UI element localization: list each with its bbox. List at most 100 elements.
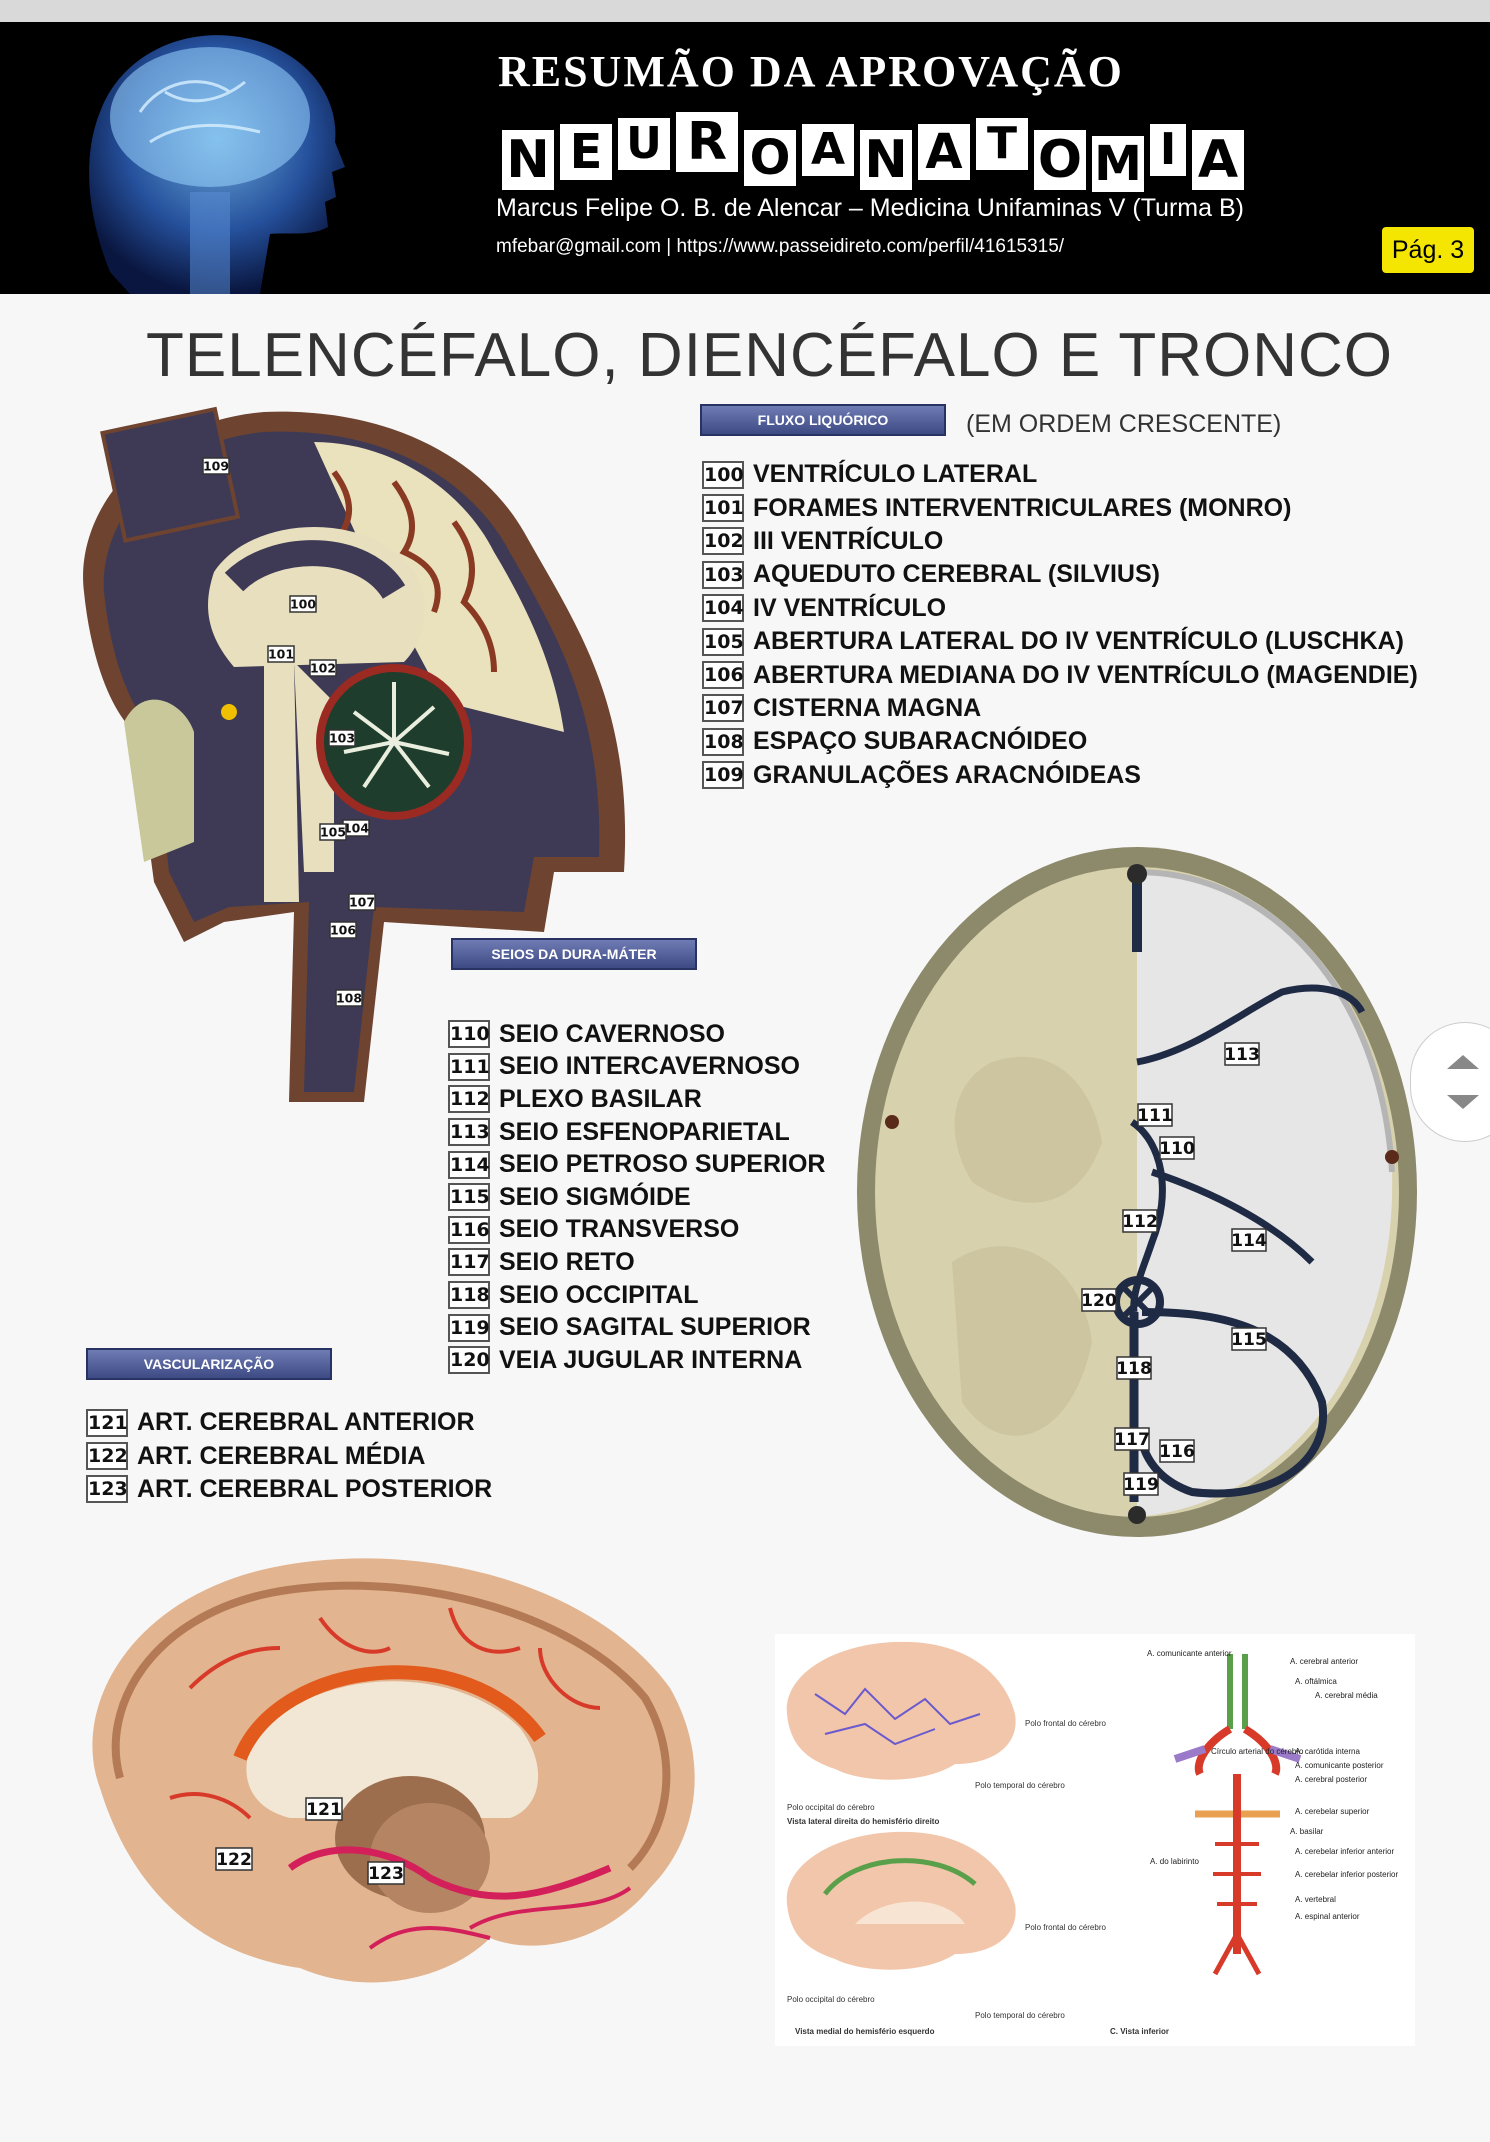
atlas-artery-label: A. vertebral [1295, 1895, 1336, 1904]
legend-label: IV VENTRÍCULO [753, 593, 947, 622]
title-letter-tile: A [916, 122, 972, 182]
legend-number-box: 115 [448, 1183, 490, 1212]
atlas-artery-label: A. cerebelar superior [1295, 1807, 1370, 1816]
legend-label: PLEXO BASILAR [499, 1084, 702, 1113]
legend-number-box: 108 [702, 727, 744, 756]
figure-number-marker: 103 [328, 729, 356, 747]
legend-label: SEIO PETROSO SUPERIOR [499, 1150, 826, 1179]
figure-number-marker: 122 [215, 1847, 253, 1871]
figure-marker-number: 121 [306, 1800, 342, 1820]
atlas-artery-label: A. oftálmica [1295, 1677, 1337, 1686]
figure-marker-number: 107 [349, 894, 375, 909]
figure-number-marker: 102 [309, 659, 337, 677]
legend-number-box: 120 [448, 1346, 490, 1375]
legend-number-box: 117 [448, 1248, 490, 1277]
legend-number-box: 116 [448, 1215, 490, 1244]
legend-number-box: 114 [448, 1150, 490, 1179]
figure-marker-number: 118 [1116, 1359, 1152, 1379]
atlas-artery-label: A. carótida interna [1295, 1747, 1360, 1756]
legend-label: CISTERNA MAGNA [753, 693, 982, 722]
legend-label: SEIO CAVERNOSO [499, 1019, 725, 1048]
figure-number-marker: 107 [348, 893, 376, 911]
legend-label: SEIO SIGMÓIDE [499, 1182, 691, 1211]
arterial-atlas-plate: Polo occipital do cérebro Vista lateral … [775, 1634, 1415, 2046]
title-letter-tile: R [674, 110, 740, 174]
figure-marker-number: 113 [1224, 1045, 1260, 1065]
figure-number-marker: 115 [1231, 1327, 1267, 1351]
fluxo-order-note: (EM ORDEM CRESCENTE) [966, 410, 1282, 438]
section-tag-vascularizacao: VASCULARIZAÇÃO [86, 1348, 332, 1380]
legend-number-box: 122 [86, 1442, 128, 1471]
legend-label: GRANULAÇÕES ARACNÓIDEAS [753, 760, 1141, 789]
head-xray-illustration [89, 35, 345, 294]
atlas-artery-label: Círculo arterial do cérebro [1211, 1747, 1304, 1756]
legend-number-box: 105 [702, 627, 744, 656]
title-letter-tile: T [974, 116, 1030, 172]
legend-label: ABERTURA MEDIANA DO IV VENTRÍCULO (MAGEN… [753, 660, 1418, 689]
legend-label: SEIO ESFENOPARIETAL [499, 1117, 790, 1146]
legend-number-box: 103 [702, 560, 744, 589]
figure-number-marker: 114 [1231, 1228, 1267, 1252]
figure-number-marker: 117 [1114, 1427, 1150, 1451]
legend-label: VENTRÍCULO LATERAL [753, 460, 1038, 489]
figure-number-marker: 109 [202, 457, 230, 475]
figure-marker-number: 105 [320, 824, 346, 839]
legend-label: ART. CEREBRAL ANTERIOR [137, 1408, 475, 1437]
atlas-artery-label: A. cerebral posterior [1295, 1775, 1367, 1784]
atlas-lateral-caption: Vista lateral direita do hemisfério dire… [787, 1817, 939, 1826]
legend-row: 120 VEIA JUGULAR INTERNA [448, 1344, 825, 1377]
legend-number-box: 100 [702, 460, 744, 489]
legend-number-box: 102 [702, 527, 744, 556]
title-letter-tile: N [500, 128, 556, 192]
section-tag-fluxo-liquorico: FLUXO LIQUÓRICO [700, 404, 946, 436]
legend-number-box: 121 [86, 1408, 128, 1437]
title-letter-tile: I [1148, 122, 1188, 178]
title-letter-tile: A [1190, 128, 1246, 192]
figure-number-marker: 100 [289, 595, 317, 613]
figure-marker-number: 110 [1159, 1139, 1195, 1159]
figure-number-marker: 116 [1159, 1439, 1195, 1463]
figure-number-marker: 111 [1137, 1103, 1173, 1127]
figure-marker-number: 111 [1137, 1106, 1173, 1126]
figure-number-marker: 105 [319, 823, 347, 841]
atlas-lateral-polo-frontal: Polo frontal do cérebro [1025, 1719, 1106, 1728]
figure-marker-number: 119 [1123, 1475, 1159, 1495]
figure-marker-number: 120 [1081, 1291, 1117, 1311]
legend-number-box: 109 [702, 761, 744, 790]
header-contact[interactable]: mfebar@gmail.com | https://www.passeidir… [496, 236, 1065, 257]
atlas-medial-polo-frontal: Polo frontal do cérebro [1025, 1923, 1106, 1932]
figure-marker-number: 108 [336, 990, 362, 1005]
header-kicker: RESUMÃO DA APROVAÇÃO [498, 47, 1124, 96]
header-author: Marcus Felipe O. B. de Alencar – Medicin… [496, 194, 1244, 222]
legend-number-box: 111 [448, 1052, 490, 1081]
atlas-artery-label: A. do labirinto [1150, 1857, 1199, 1866]
legend-label: VEIA JUGULAR INTERNA [499, 1345, 803, 1374]
title-letter-tile: A [800, 122, 856, 178]
page-title: TELENCÉFALO, DIENCÉFALO E TRONCO [146, 321, 1394, 390]
figure-marker-number: 106 [330, 922, 356, 937]
title-letter-tile: E [558, 122, 614, 182]
page-scroll-control[interactable] [1410, 1022, 1490, 1142]
figure-marker-number: 117 [1114, 1430, 1150, 1450]
figure-number-marker: 108 [335, 989, 363, 1007]
figure-marker-number: 104 [343, 820, 369, 835]
figure-number-marker: 110 [1159, 1136, 1195, 1160]
title-letter-tile: N [858, 128, 914, 192]
atlas-artery-label: A. cerebral anterior [1290, 1657, 1358, 1666]
